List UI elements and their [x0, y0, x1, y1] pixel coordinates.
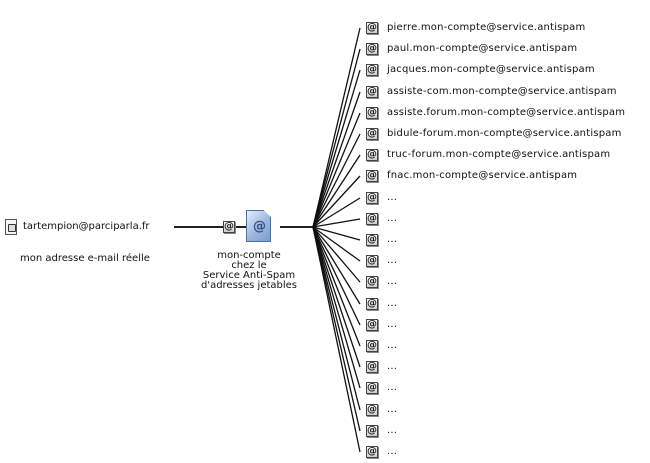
alias-address: jacques.mon-compte@service.antispam [387, 64, 595, 75]
alias-address: ... [387, 446, 398, 457]
at-sign-icon: @ [366, 404, 378, 416]
at-sign-icon: @ [366, 22, 378, 34]
alias-address: truc-forum.mon-compte@service.antispam [387, 149, 611, 160]
alias-address: assiste-com.mon-compte@service.antispam [387, 86, 617, 97]
fan-line [312, 197, 361, 228]
fan-line [312, 91, 361, 228]
alias-address: ... [387, 298, 398, 309]
alias-address: ... [387, 382, 398, 393]
fan-line [312, 226, 361, 411]
fan-line [312, 226, 361, 432]
alias-address: ... [387, 192, 398, 203]
alias-address: ... [387, 425, 398, 436]
fan-line [312, 226, 361, 368]
fan-line [312, 69, 361, 228]
alias-address: ... [387, 361, 398, 372]
fan-line [312, 27, 361, 228]
alias-address: assiste.forum.mon-compte@service.antispa… [387, 107, 626, 118]
at-sign-icon: @ [366, 255, 378, 267]
service-label-line: Service Anti-Spam [202, 270, 296, 281]
service-label-line: chez le [231, 260, 267, 271]
at-sign-icon: @ [366, 276, 378, 288]
alias-address: ... [387, 255, 398, 266]
at-sign-icon: @ [366, 361, 378, 373]
alias-address: ... [387, 340, 398, 351]
alias-address: ... [387, 319, 398, 330]
service-label-line: mon-compte [217, 250, 281, 261]
at-sign-icon: @ [366, 446, 378, 458]
at-sign-icon: @ [366, 382, 378, 394]
alias-address: ... [387, 234, 398, 245]
fan-line [312, 226, 361, 326]
fan-line [312, 218, 361, 228]
fan-line [312, 226, 361, 453]
email-document-icon [5, 219, 17, 235]
alias-address: ... [387, 213, 398, 224]
at-sign-icon: @ [366, 234, 378, 246]
service-label: mon-compte chez le Service Anti-Spam d'a… [180, 251, 318, 291]
at-sign-icon: @ [366, 43, 378, 55]
at-sign-icon: @ [366, 192, 378, 204]
alias-address: pierre.mon-compte@service.antispam [387, 22, 586, 33]
fan-line [312, 133, 361, 228]
at-sign-icon: @ [223, 221, 235, 233]
at-sign-icon: @ [366, 149, 378, 161]
at-sign-icon: @ [366, 128, 378, 140]
fan-out-lines [312, 27, 361, 453]
at-sign-icon: @ [366, 107, 378, 119]
fan-line [312, 226, 361, 347]
at-sign-icon: @ [366, 170, 378, 182]
fan-line [312, 226, 361, 241]
alias-address: ... [387, 276, 398, 287]
at-sign-icon: @ [366, 319, 378, 331]
alias-address: ... [387, 404, 398, 415]
at-sign-icon: @ [366, 425, 378, 437]
alias-address: paul.mon-compte@service.antispam [387, 43, 578, 54]
at-sign-icon: @ [366, 340, 378, 352]
fan-line [312, 226, 361, 262]
alias-address: bidule-forum.mon-compte@service.antispam [387, 128, 622, 139]
source-email-label: mon adresse e-mail réelle [20, 253, 150, 264]
fan-line [312, 226, 361, 305]
fan-line [312, 48, 361, 228]
at-sign-icon: @ [366, 298, 378, 310]
fan-line [312, 175, 361, 228]
alias-address: fnac.mon-compte@service.antispam [387, 170, 578, 181]
at-sign-icon: @ [366, 213, 378, 225]
fan-line [312, 112, 361, 228]
antispam-service-document-icon [246, 210, 271, 242]
fan-line [312, 154, 361, 228]
fan-line [312, 226, 361, 283]
source-email-address: tartempion@parciparla.fr [23, 221, 150, 232]
at-sign-icon: @ [366, 86, 378, 98]
fan-line [312, 226, 361, 389]
service-label-line: d'adresses jetables [200, 280, 298, 291]
at-sign-icon: @ [366, 64, 378, 76]
